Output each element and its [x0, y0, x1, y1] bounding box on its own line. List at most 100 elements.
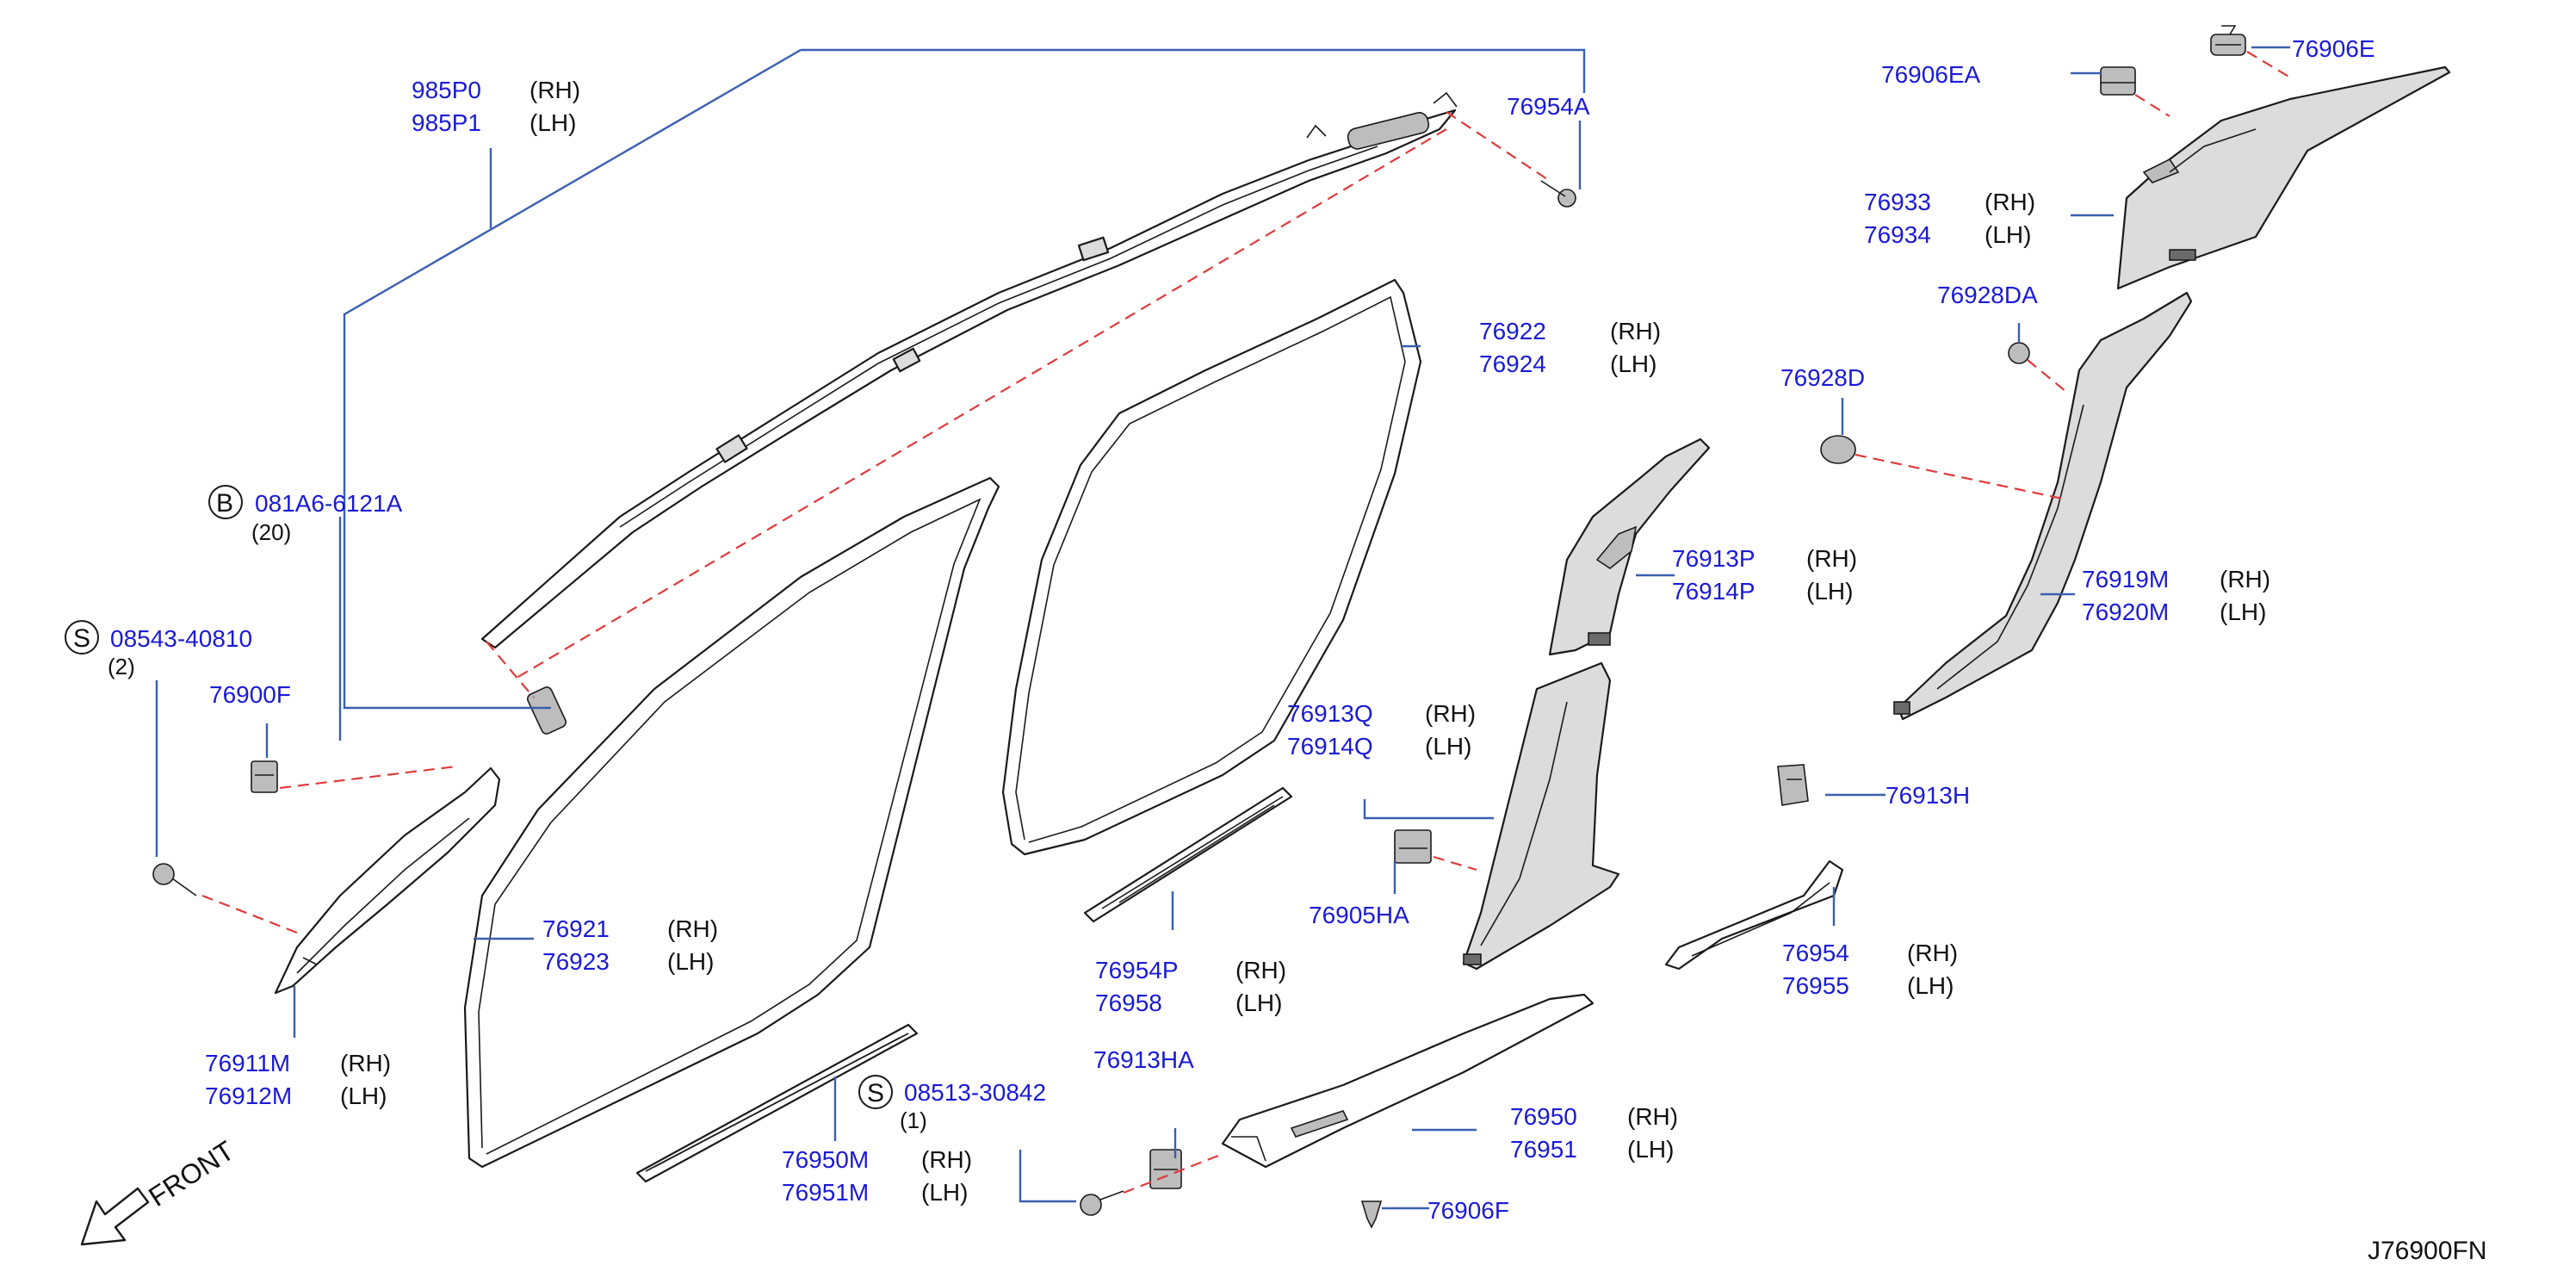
callout-76914p-num: 76914P: [1672, 578, 1756, 605]
callout-76954p-num: 76954P: [1095, 957, 1179, 983]
callout-76905ha: 76905HA: [1309, 902, 1409, 928]
callout-76911m-side: (RH): [340, 1050, 391, 1076]
callout-76954p-side: (RH): [1235, 957, 1286, 983]
callout-76914q-side: (LH): [1425, 733, 1471, 760]
front-door-weatherstrip-drawing: [463, 476, 1000, 1169]
screw-s2-symbol: S: [867, 1079, 884, 1107]
clip-76906E-drawing: [2210, 25, 2246, 56]
callout-76906f: 76906F: [1427, 1197, 1509, 1224]
curtain-airbag-drawing: [480, 91, 1458, 649]
callout-76923-num: 76923: [542, 948, 610, 975]
callout-76928da: 76928DA: [1937, 282, 2038, 308]
quarter-upper-garnish-drawing: [2116, 65, 2451, 290]
clip-76928D-drawing: [1820, 435, 1856, 464]
callout-76906ea: 76906EA: [1881, 61, 1981, 88]
center-pillar-upper-garnish-drawing: [1548, 437, 1711, 656]
callout-985p1-side: (LH): [529, 109, 576, 136]
bolt-b-symbol-circle: [208, 485, 243, 519]
callout-screw-s2-num: 08513-30842: [904, 1079, 1046, 1106]
callout-76912m-side: (LH): [340, 1083, 387, 1109]
rear-door-weatherstrip-drawing: [1001, 278, 1422, 856]
callout-76906e: 76906E: [2292, 35, 2375, 62]
callout-76951m-num: 76951M: [782, 1179, 869, 1206]
callout-76913p-num: 76913P: [1672, 545, 1756, 572]
leader-lines: [155, 46, 2290, 1210]
front-pillar-garnish-drawing: [274, 766, 501, 995]
callout-76919m-num: 76919M: [2082, 566, 2169, 592]
callout-76911m-num: 76911M: [205, 1050, 290, 1076]
clip-76900F-drawing: [251, 760, 278, 793]
callout-76933-side: (RH): [1985, 189, 2035, 215]
callout-76951-num: 76951: [1510, 1136, 1577, 1163]
callout-76924-side: (LH): [1610, 351, 1656, 377]
callout-76912m-num: 76912M: [205, 1083, 292, 1109]
callout-76950-side: (RH): [1627, 1103, 1678, 1130]
callout-screw-s1-num: 08543-40810: [110, 625, 252, 652]
screw-s1-symbol: S: [73, 624, 90, 653]
callout-76913h: 76913H: [1886, 782, 1970, 809]
callout-76913q-side: (RH): [1425, 700, 1476, 727]
screw-s1-symbol-circle: [65, 620, 99, 655]
callout-76922-side: (RH): [1610, 318, 1661, 344]
rear-pillar-garnish-drawing: [1893, 291, 2193, 721]
callout-76955-num: 76955: [1782, 972, 1849, 999]
callout-76920m-side: (LH): [2220, 599, 2266, 625]
callout-76958-side: (LH): [1235, 990, 1282, 1016]
callout-76922-num: 76922: [1479, 318, 1546, 344]
callout-985p0-num: 985P0: [412, 77, 481, 103]
callout-76924-num: 76924: [1479, 351, 1546, 377]
callout-76950m-num: 76950M: [782, 1146, 869, 1173]
callout-76913q-num: 76913Q: [1287, 700, 1373, 727]
callout-bolt-b-qty: (20): [251, 519, 291, 545]
callout-76950m-side: (RH): [921, 1146, 972, 1173]
callout-985p1-num: 985P1: [412, 109, 481, 136]
callout-76921-side: (RH): [667, 915, 718, 942]
front-direction-arrow: [80, 1187, 150, 1246]
callout-76951-side: (LH): [1627, 1136, 1674, 1163]
callout-76950-num: 76950: [1510, 1103, 1577, 1130]
callout-76958-num: 76958: [1095, 990, 1162, 1016]
callout-76955-side: (LH): [1907, 972, 1954, 999]
callout-screw-s2-qty: (1): [900, 1107, 927, 1133]
callout-bolt-b-num: 081A6-6121A: [255, 490, 403, 517]
callout-76954-side: (RH): [1907, 940, 1958, 966]
rear-kicking-plate-drawing: [1664, 859, 1844, 971]
callout-76923-side: (LH): [667, 948, 714, 975]
clip-76906F-drawing: [1360, 1200, 1383, 1229]
callout-76934-num: 76934: [1864, 221, 1931, 248]
callout-985p0-side: (RH): [529, 77, 580, 103]
callout-76934-side: (LH): [1985, 221, 2031, 248]
callout-76933-num: 76933: [1864, 189, 1931, 215]
kicking-plate-inner-drawing: [1083, 786, 1293, 923]
callout-76913p-side: (RH): [1806, 545, 1857, 572]
callout-76951m-side: (LH): [921, 1179, 968, 1206]
clip-76913HA-drawing: [1149, 1149, 1182, 1189]
callout-76913ha: 76913HA: [1093, 1046, 1194, 1073]
front-step-plate-drawing: [635, 1023, 919, 1183]
callout-76928d: 76928D: [1780, 364, 1865, 391]
callout-76920m-num: 76920M: [2082, 599, 2169, 625]
screw-08513-drawing: [1080, 1190, 1124, 1216]
clip-76905HA-drawing: [1394, 829, 1432, 864]
rear-step-plate-drawing: [1221, 993, 1595, 1169]
callout-76921-num: 76921: [542, 915, 610, 942]
front-label: FRONT: [143, 1135, 239, 1213]
callout-screw-s1-qty: (2): [108, 654, 135, 679]
callout-76900f: 76900F: [209, 681, 291, 708]
clip-76928DA-drawing: [2008, 340, 2030, 364]
callout-76919m-side: (RH): [2220, 566, 2270, 592]
center-pillar-lower-garnish-drawing: [1462, 661, 1620, 971]
clip-76913H-drawing: [1777, 764, 1809, 806]
screw-08543-drawing: [152, 863, 197, 896]
screw-s2-symbol-circle: [858, 1075, 893, 1109]
callout-76914q-num: 76914Q: [1287, 733, 1373, 760]
clip-76906EA-drawing: [2100, 66, 2136, 96]
bolt-b-symbol: B: [216, 489, 233, 518]
assembly-lines: [201, 51, 2291, 1194]
bolt-081A6-drawing: [527, 686, 567, 735]
callout-76954-num: 76954: [1782, 940, 1849, 966]
bolt-76954A-drawing: [1540, 180, 1576, 208]
callout-76954a: 76954A: [1507, 93, 1590, 120]
diagram-code: J76900FN: [2368, 1237, 2486, 1265]
